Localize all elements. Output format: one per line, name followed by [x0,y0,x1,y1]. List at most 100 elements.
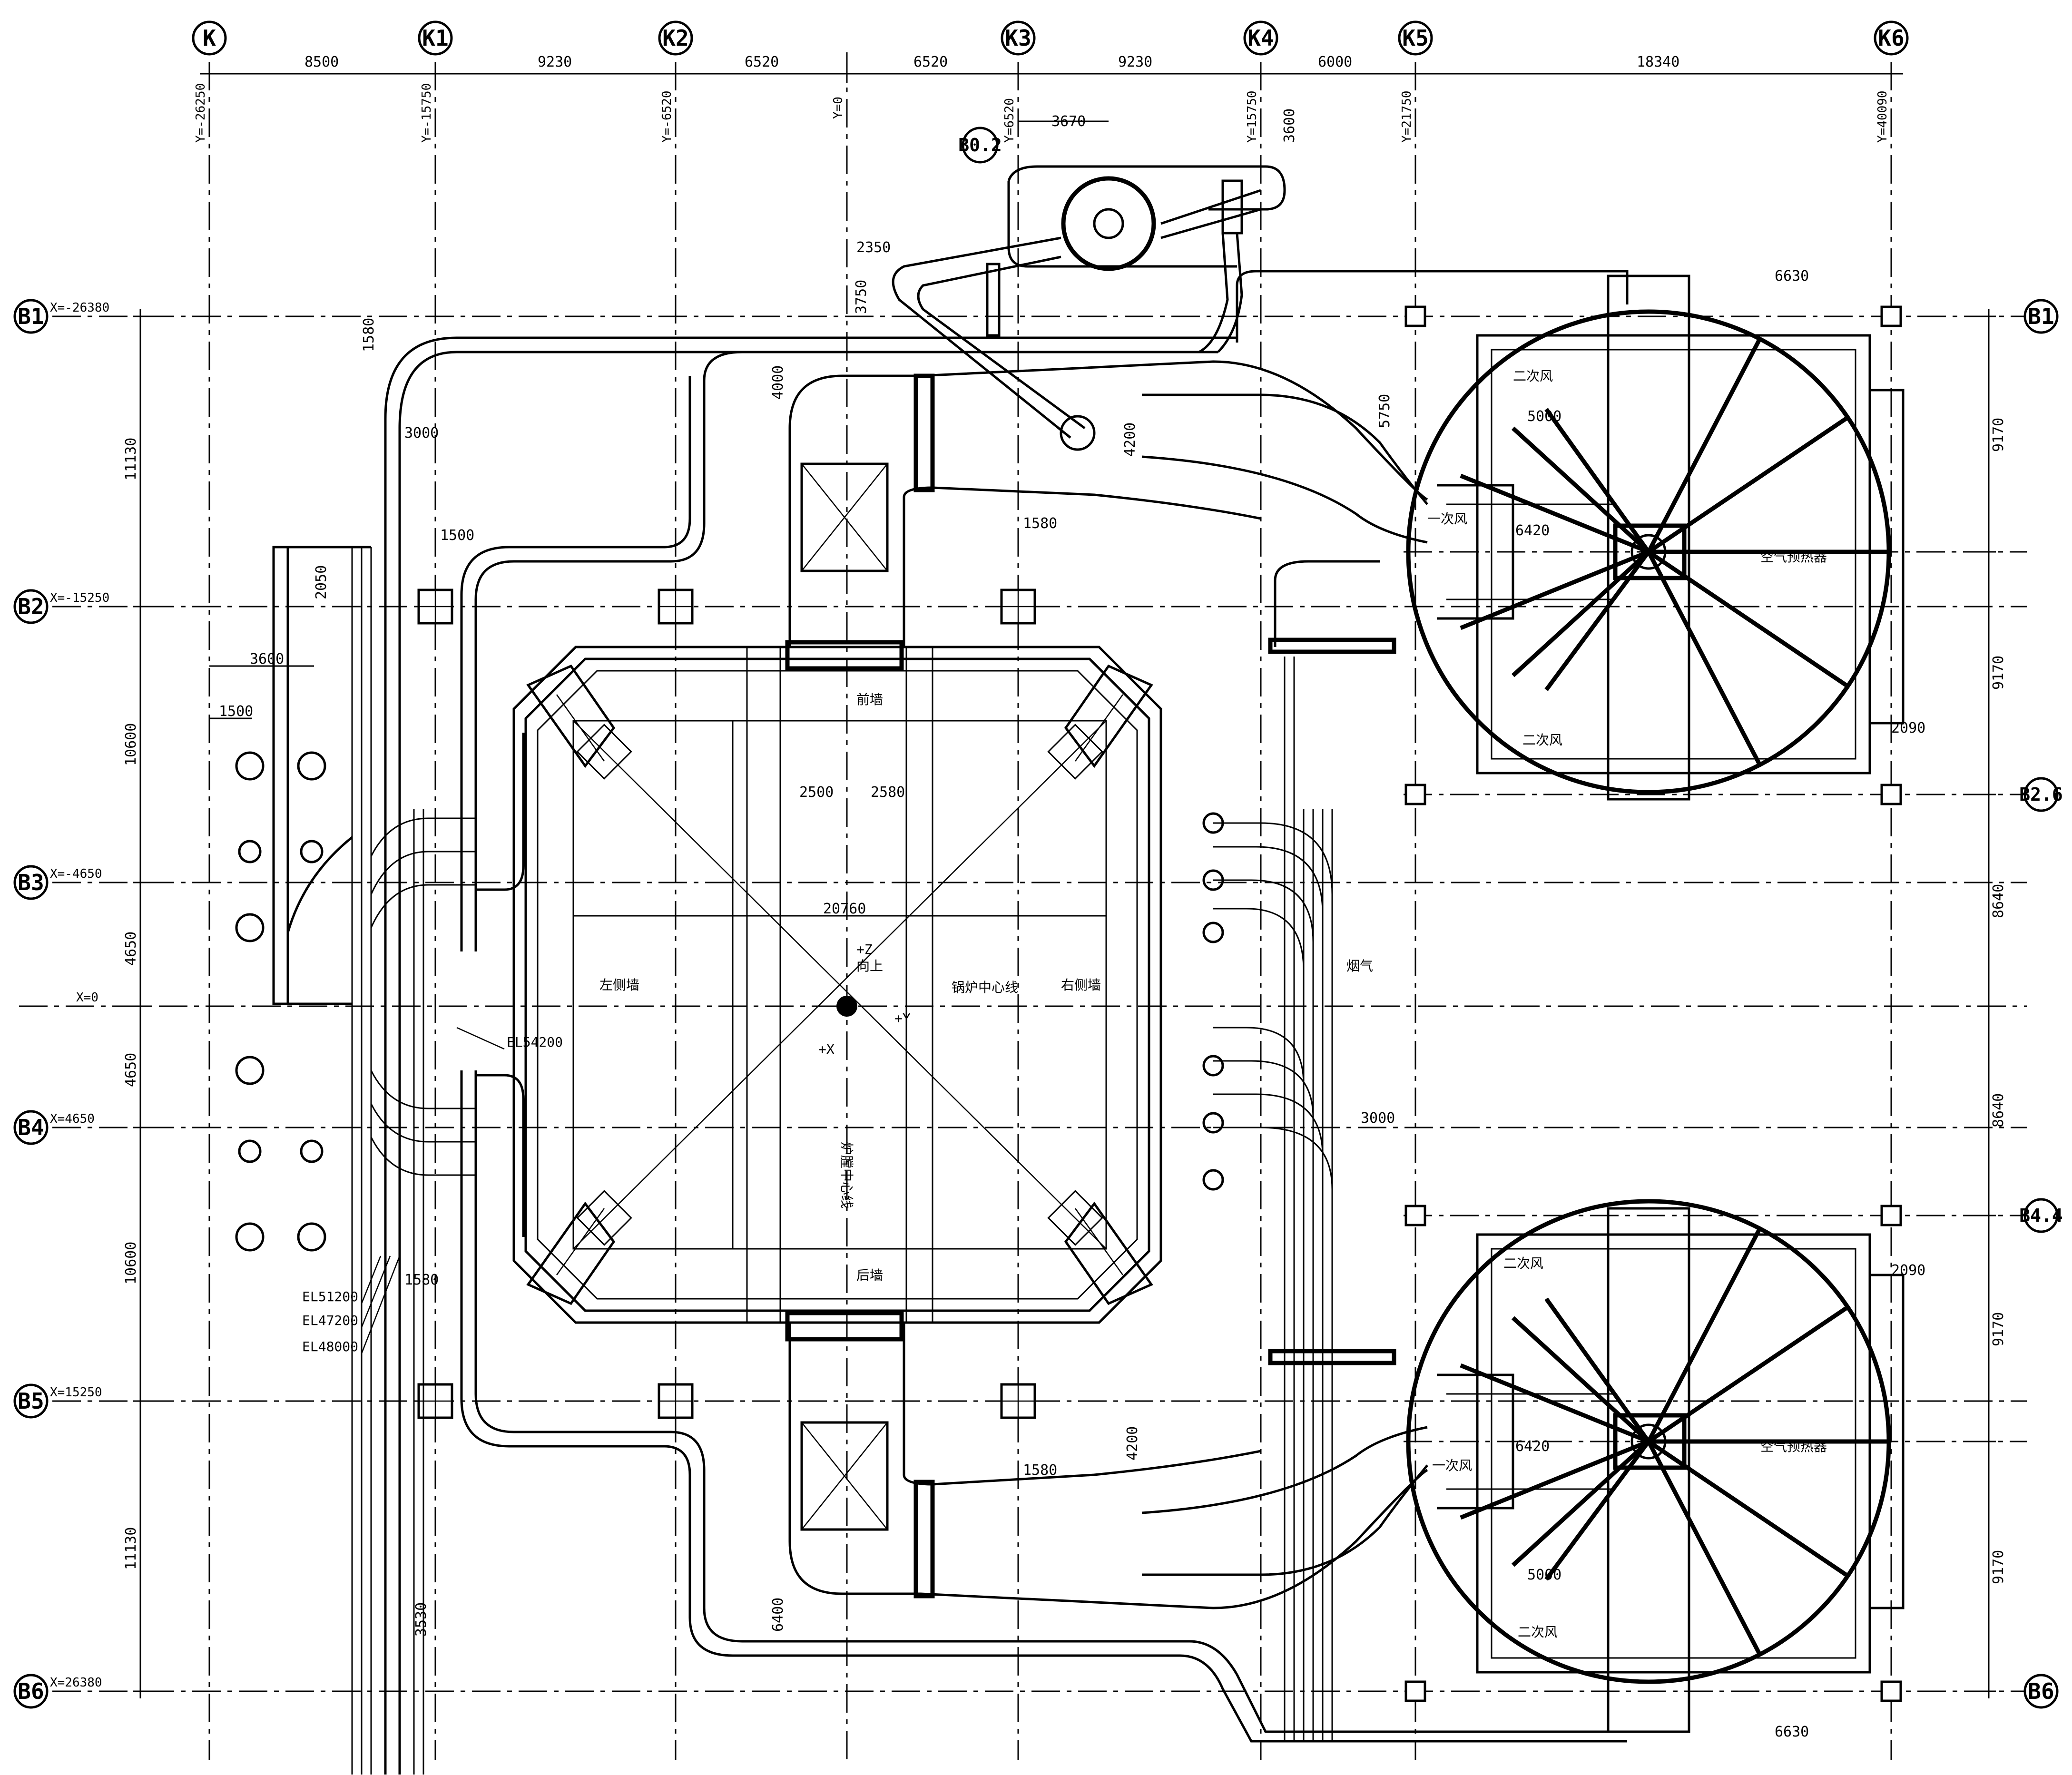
svg-text:B1: B1 [18,304,44,329]
column-marker [658,588,694,625]
svg-text:1580: 1580 [1023,515,1057,532]
svg-text:X=-15250: X=-15250 [50,591,109,605]
column-marker [1880,784,1902,805]
grid-bubble-k4: K4 [1243,20,1278,56]
svg-text:20760: 20760 [823,901,866,917]
svg-text:K2: K2 [662,25,688,51]
svg-text:3750: 3750 [853,280,870,314]
svg-text:一次风: 一次风 [1427,511,1467,527]
svg-text:EL54200: EL54200 [507,1034,563,1050]
svg-text:4650: 4650 [123,932,139,966]
svg-text:3530: 3530 [413,1602,430,1637]
grid-bubble-b5-left: B5 [13,1383,49,1419]
column-bubbles: K K1 K2 K3 K4 K5 K6 [192,20,1909,56]
svg-text:10600: 10600 [123,723,139,766]
svg-text:2500: 2500 [799,784,834,801]
svg-text:9230: 9230 [538,54,572,70]
burner-bottom-left [526,1190,632,1305]
svg-text:8640: 8640 [1990,884,2007,918]
svg-text:9170: 9170 [1990,1312,2007,1346]
svg-text:一次风: 一次风 [1432,1458,1472,1473]
column-marker [1404,305,1426,327]
svg-text:锅炉中心线: 锅炉中心线 [952,980,1018,995]
svg-text:二次风: 二次风 [1522,732,1562,748]
column-marker [1404,1205,1426,1226]
svg-text:11130: 11130 [123,438,139,481]
svg-text:B1: B1 [2028,304,2054,329]
grid-bubble-b3-left: B3 [13,865,49,900]
svg-text:Y=6520: Y=6520 [1002,98,1017,143]
svg-text:6420: 6420 [1515,522,1550,539]
svg-text:EL47200: EL47200 [302,1313,358,1328]
grid-bubble-b6-right: B6 [2023,1674,2059,1709]
svg-text:EL51200: EL51200 [302,1289,358,1304]
svg-text:4000: 4000 [770,365,786,400]
svg-text:空气预热器: 空气预热器 [1760,1439,1827,1454]
svg-text:B6: B6 [2028,1678,2054,1704]
svg-text:2050: 2050 [313,565,330,599]
grid-bubble-b1-right: B1 [2023,299,2059,334]
svg-text:+Y: +Y [894,1010,911,1026]
svg-text:左侧墙: 左侧墙 [599,977,639,993]
grid-bubble-k2: K2 [658,20,693,56]
svg-text:2090: 2090 [1891,1262,1925,1279]
svg-text:8640: 8640 [1990,1093,2007,1128]
svg-text:X=-26380: X=-26380 [50,301,109,315]
grid-bubble-k: K [192,20,227,56]
svg-text:二次风: 二次风 [1513,368,1553,384]
svg-text:X=26380: X=26380 [50,1676,102,1690]
column-marker [1404,784,1426,805]
svg-text:K1: K1 [422,25,448,51]
svg-text:Y=15750: Y=15750 [1245,90,1259,143]
svg-text:6420: 6420 [1515,1438,1550,1455]
svg-text:B4: B4 [18,1115,44,1140]
grid-bubble-b1-left: B1 [13,299,49,334]
row-bubbles: B1 B2 B3 B4 B5 B6 B1 B2.6 B4.4 B6 B0.2 [13,127,2063,1709]
svg-text:烟气: 烟气 [1346,958,1373,974]
svg-text:Y=-15750: Y=-15750 [420,83,434,143]
svg-text:EL48000: EL48000 [302,1339,358,1354]
svg-text:右侧墙: 右侧墙 [1061,977,1101,993]
air-heater-upper [1406,275,1905,801]
svg-text:8500: 8500 [304,54,339,70]
svg-text:空气预热器: 空气预热器 [1760,549,1827,565]
svg-text:X=4650: X=4650 [50,1112,95,1126]
svg-text:18340: 18340 [1637,54,1679,70]
column-coords: Y=-26250 Y=-15750 Y=-6520 Y=0 Y=6520 Y=1… [194,83,1890,143]
svg-text:10600: 10600 [123,1242,139,1285]
column-marker [1000,1383,1036,1419]
svg-text:B3: B3 [18,870,44,895]
left-valves [209,665,326,1252]
svg-text:Y=40090: Y=40090 [1876,90,1890,143]
right-pipe-bundle [1202,270,1629,1741]
svg-text:+X: +X [818,1041,835,1057]
column-marker [417,588,453,625]
grid-bubble-b6-left: B6 [13,1674,49,1709]
svg-text:K3: K3 [1005,25,1031,51]
top-dimension-chain: 8500 9230 6520 6520 9230 6000 18340 [200,54,1903,83]
grid-bubble-b4-left: B4 [13,1110,49,1145]
svg-text:X=0: X=0 [76,990,98,1005]
svg-text:B4.4: B4.4 [2019,1205,2063,1226]
grid-bubble-k1: K1 [418,20,453,56]
wind-boxes [800,462,889,1531]
grid-bubble-k5: K5 [1398,20,1433,56]
svg-text:K: K [203,25,216,51]
right-dimension-chain: 9170 9170 8640 8640 9170 9170 [1982,309,2007,1698]
svg-text:6630: 6630 [1775,1724,1809,1740]
burner-top-right [1047,664,1153,780]
svg-text:6520: 6520 [913,54,948,70]
svg-text:二次风: 二次风 [1503,1255,1543,1271]
svg-text:6630: 6630 [1775,268,1809,284]
burner-bottom-right [1047,1190,1153,1305]
svg-text:X=15250: X=15250 [50,1385,102,1400]
grid-bubble-b26-right: B2.6 [2019,777,2063,812]
burner-top-left [526,664,632,780]
svg-text:9170: 9170 [1990,418,2007,452]
svg-text:3600: 3600 [250,651,284,667]
svg-text:1500: 1500 [219,703,253,720]
furnace-outline [512,640,1162,1342]
svg-text:6000: 6000 [1318,54,1352,70]
svg-text:9170: 9170 [1990,1550,2007,1584]
